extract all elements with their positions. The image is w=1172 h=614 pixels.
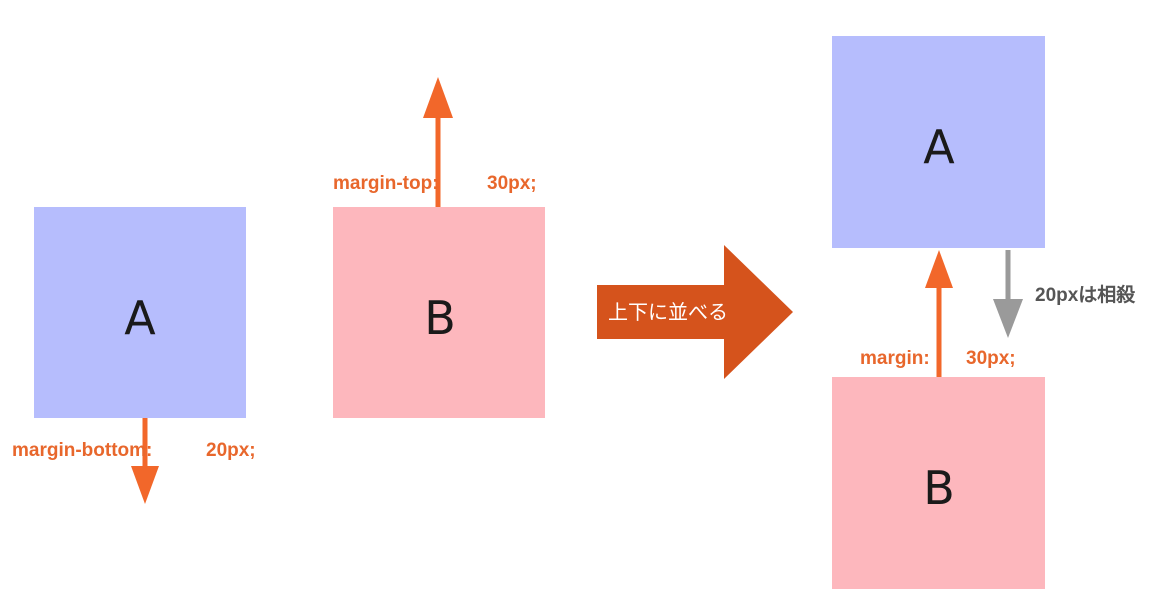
margin-bottom-down-arrow-icon xyxy=(131,418,159,504)
transition-arrow: 上下に並べる xyxy=(597,245,793,379)
down-arrow-icon xyxy=(993,250,1023,338)
after-box-b-letter: B xyxy=(923,461,955,515)
transition-caption: 上下に並べる xyxy=(608,300,728,324)
margin-top-label: margin-top: xyxy=(333,173,439,194)
before-box-b-letter: B xyxy=(424,291,456,345)
before-box-a-letter: A xyxy=(124,291,156,345)
before-box-b xyxy=(333,207,545,418)
margin-bottom-label: margin-bottom: xyxy=(12,440,152,461)
before-box-a xyxy=(34,207,246,418)
after-box-b xyxy=(832,377,1045,589)
after-group: A B margin: 30px; 20pxは相殺 xyxy=(832,36,1136,589)
after-box-a xyxy=(832,36,1045,248)
after-box-a-letter: A xyxy=(923,120,955,174)
collapse-note: 20pxは相殺 xyxy=(1035,283,1136,306)
before-box-b-group: B margin-top: 30px; xyxy=(333,77,545,418)
before-box-a-group: A margin-bottom: 20px; xyxy=(12,207,256,504)
up-arrow-icon xyxy=(925,250,953,377)
after-margin-value: 30px; xyxy=(966,348,1016,369)
margin-top-up-arrow-icon xyxy=(423,77,453,207)
right-arrow-icon xyxy=(597,245,793,379)
after-margin-label: margin: xyxy=(860,348,930,369)
margin-top-value: 30px; xyxy=(487,173,537,194)
margin-bottom-value: 20px; xyxy=(206,440,256,461)
